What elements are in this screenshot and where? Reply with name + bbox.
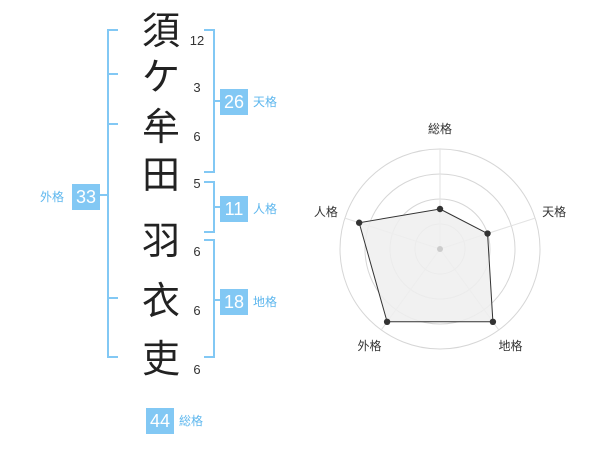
stroke-count-1: 12 bbox=[189, 33, 205, 48]
radar-area bbox=[358, 208, 494, 323]
chikaku-badge: 18 bbox=[220, 289, 248, 315]
radar-point bbox=[383, 318, 391, 326]
tenkaku-label: 天格 bbox=[253, 95, 278, 109]
gaikaku-badge: 33 bbox=[72, 184, 100, 210]
radar-point bbox=[484, 230, 491, 237]
radar-point bbox=[355, 219, 363, 226]
stroke-count-6: 6 bbox=[193, 303, 201, 318]
jinkaku-bracket bbox=[204, 181, 220, 233]
tenkaku-badge: 26 bbox=[220, 89, 248, 115]
soukaku-badge: 44 bbox=[146, 408, 174, 434]
stroke-count-7: 6 bbox=[193, 362, 201, 377]
radar-axis-label: 総格 bbox=[428, 121, 452, 136]
stroke-count-5: 6 bbox=[193, 244, 201, 259]
radar-point bbox=[489, 318, 497, 326]
gaikaku-bracket bbox=[100, 29, 118, 358]
stroke-count-2: 3 bbox=[193, 80, 201, 95]
radar-axis-label: 天格 bbox=[542, 204, 566, 219]
name-char-4: 田 bbox=[141, 153, 180, 197]
name-char-1: 須 bbox=[141, 9, 180, 53]
name-char-3: 牟 bbox=[141, 105, 180, 149]
radar-center bbox=[437, 246, 443, 252]
soukaku-label: 総格 bbox=[179, 414, 204, 428]
name-char-6: 衣 bbox=[141, 279, 180, 323]
name-char-2: ケ bbox=[141, 55, 180, 99]
radar-axis-label: 地格 bbox=[499, 338, 523, 353]
stroke-count-4: 5 bbox=[193, 176, 201, 191]
jinkaku-label: 人格 bbox=[253, 202, 278, 216]
gaikaku-label: 外格 bbox=[40, 190, 65, 204]
tenkaku-bracket bbox=[204, 29, 220, 173]
radar-axis-label: 人格 bbox=[314, 204, 338, 219]
radar-axis-label: 外格 bbox=[357, 338, 381, 353]
radar-point bbox=[436, 205, 444, 213]
jinkaku-badge: 11 bbox=[220, 196, 248, 222]
chikaku-bracket bbox=[204, 239, 220, 358]
name-char-7: 吏 bbox=[141, 337, 180, 381]
stroke-count-3: 6 bbox=[193, 129, 201, 144]
chikaku-label: 地格 bbox=[253, 295, 278, 309]
name-char-5: 羽 bbox=[141, 219, 180, 263]
